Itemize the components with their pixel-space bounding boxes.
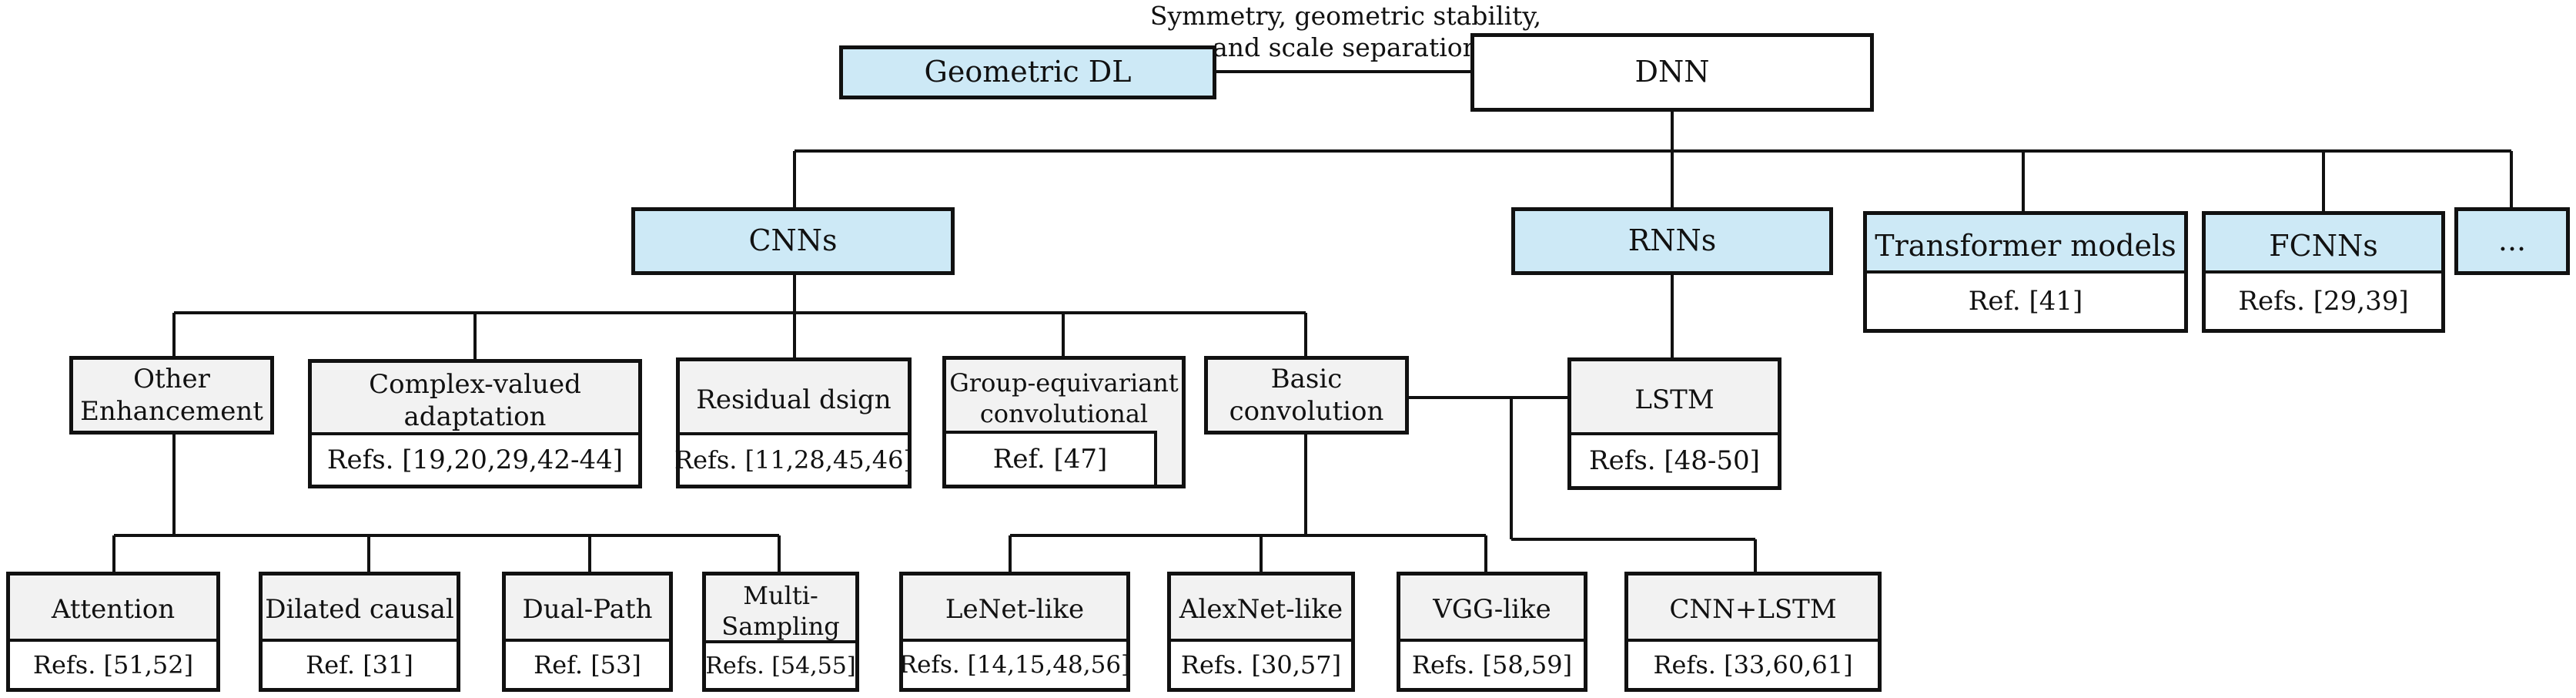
cnn-lstm-node: CNN+LSTM Refs. [33,60,61]: [1624, 572, 1882, 692]
vgg-like-label: VGG-like: [1433, 593, 1551, 625]
annotation-line-1: Symmetry, geometric stability,: [1149, 1, 1542, 31]
alexnet-like-refs: Refs. [30,57]: [1171, 639, 1351, 688]
cnns-label: CNNs: [748, 223, 838, 258]
transformer-label: Transformer models: [1875, 229, 2176, 263]
basic-convolution-node: Basic convolution: [1204, 356, 1409, 435]
cnn-lstm-refs: Refs. [33,60,61]: [1628, 639, 1878, 688]
other-enhancement-label: Other Enhancement: [80, 363, 263, 428]
dual-path-label: Dual-Path: [522, 593, 653, 625]
lenet-like-label: LeNet-like: [945, 593, 1085, 625]
vgg-like-node: VGG-like Refs. [58,59]: [1397, 572, 1587, 692]
cnn-lstm-label: CNN+LSTM: [1669, 593, 1837, 625]
dual-path-refs: Ref. [53]: [506, 639, 669, 688]
vgg-like-refs: Refs. [58,59]: [1400, 639, 1584, 688]
dilated-causal-node: Dilated causal Ref. [31]: [259, 572, 460, 692]
residual-design-label: Residual dsign: [696, 384, 892, 415]
lstm-refs: Refs. [48-50]: [1571, 432, 1778, 486]
lstm-node: LSTM Refs. [48-50]: [1567, 357, 1781, 490]
multi-sampling-refs: Refs. [54,55]: [705, 640, 856, 688]
fcnns-label: FCNNs: [2269, 229, 2378, 263]
group-equivariant-label: Group-equivariant convolutional: [949, 368, 1179, 428]
rnns-label: RNNs: [1628, 223, 1717, 258]
rnns-node: RNNs: [1511, 207, 1833, 275]
fcnns-refs: Refs. [29,39]: [2206, 270, 2441, 329]
lenet-like-node: LeNet-like Refs. [14,15,48,56]: [899, 572, 1130, 692]
lstm-label: LSTM: [1634, 384, 1715, 415]
alexnet-like-label: AlexNet-like: [1179, 593, 1343, 625]
complex-valued-label: Complex-valued adaptation: [369, 368, 581, 433]
geometric-dl-label: Geometric DL: [924, 55, 1132, 89]
dilated-causal-label: Dilated causal: [265, 593, 454, 625]
annotation-text: Symmetry, geometric stability, and scale…: [1138, 0, 1554, 64]
transformer-refs: Ref. [41]: [1867, 270, 2184, 329]
fcnns-node: FCNNs Refs. [29,39]: [2202, 211, 2445, 333]
complex-valued-refs: Refs. [19,20,29,42-44]: [312, 432, 638, 485]
geometric-dl-node: Geometric DL: [839, 45, 1216, 99]
dilated-causal-refs: Ref. [31]: [263, 639, 457, 688]
dnn-label: DNN: [1634, 55, 1710, 89]
complex-valued-node: Complex-valued adaptation Refs. [19,20,2…: [308, 359, 642, 488]
dual-path-node: Dual-Path Ref. [53]: [502, 572, 673, 692]
residual-design-refs: Refs. [11,28,45,46]: [674, 432, 913, 485]
cnns-node: CNNs: [631, 207, 955, 275]
dnn-root-node: DNN: [1470, 33, 1874, 112]
group-equivariant-node: Group-equivariant convolutional Ref. [47…: [942, 356, 1186, 488]
basic-convolution-label: Basic convolution: [1229, 363, 1384, 428]
attention-refs: Refs. [51,52]: [10, 639, 216, 688]
attention-node: Attention Refs. [51,52]: [6, 572, 220, 692]
group-equivariant-refs: Ref. [47]: [946, 431, 1157, 485]
alexnet-like-node: AlexNet-like Refs. [30,57]: [1167, 572, 1355, 692]
residual-design-node: Residual dsign Refs. [11,28,45,46]: [674, 357, 913, 488]
other-enhancement-node: Other Enhancement: [69, 356, 274, 435]
multi-sampling-node: Multi- Sampling Refs. [54,55]: [702, 572, 859, 692]
annotation-line-2: and scale separation: [1209, 32, 1482, 64]
more-models-label: ...: [2497, 223, 2527, 258]
multi-sampling-label: Multi- Sampling: [721, 581, 840, 641]
transformer-node: Transformer models Ref. [41]: [1863, 211, 2188, 333]
attention-label: Attention: [51, 593, 176, 625]
more-models-node: ...: [2454, 207, 2570, 275]
lenet-like-refs: Refs. [14,15,48,56]: [899, 639, 1130, 688]
